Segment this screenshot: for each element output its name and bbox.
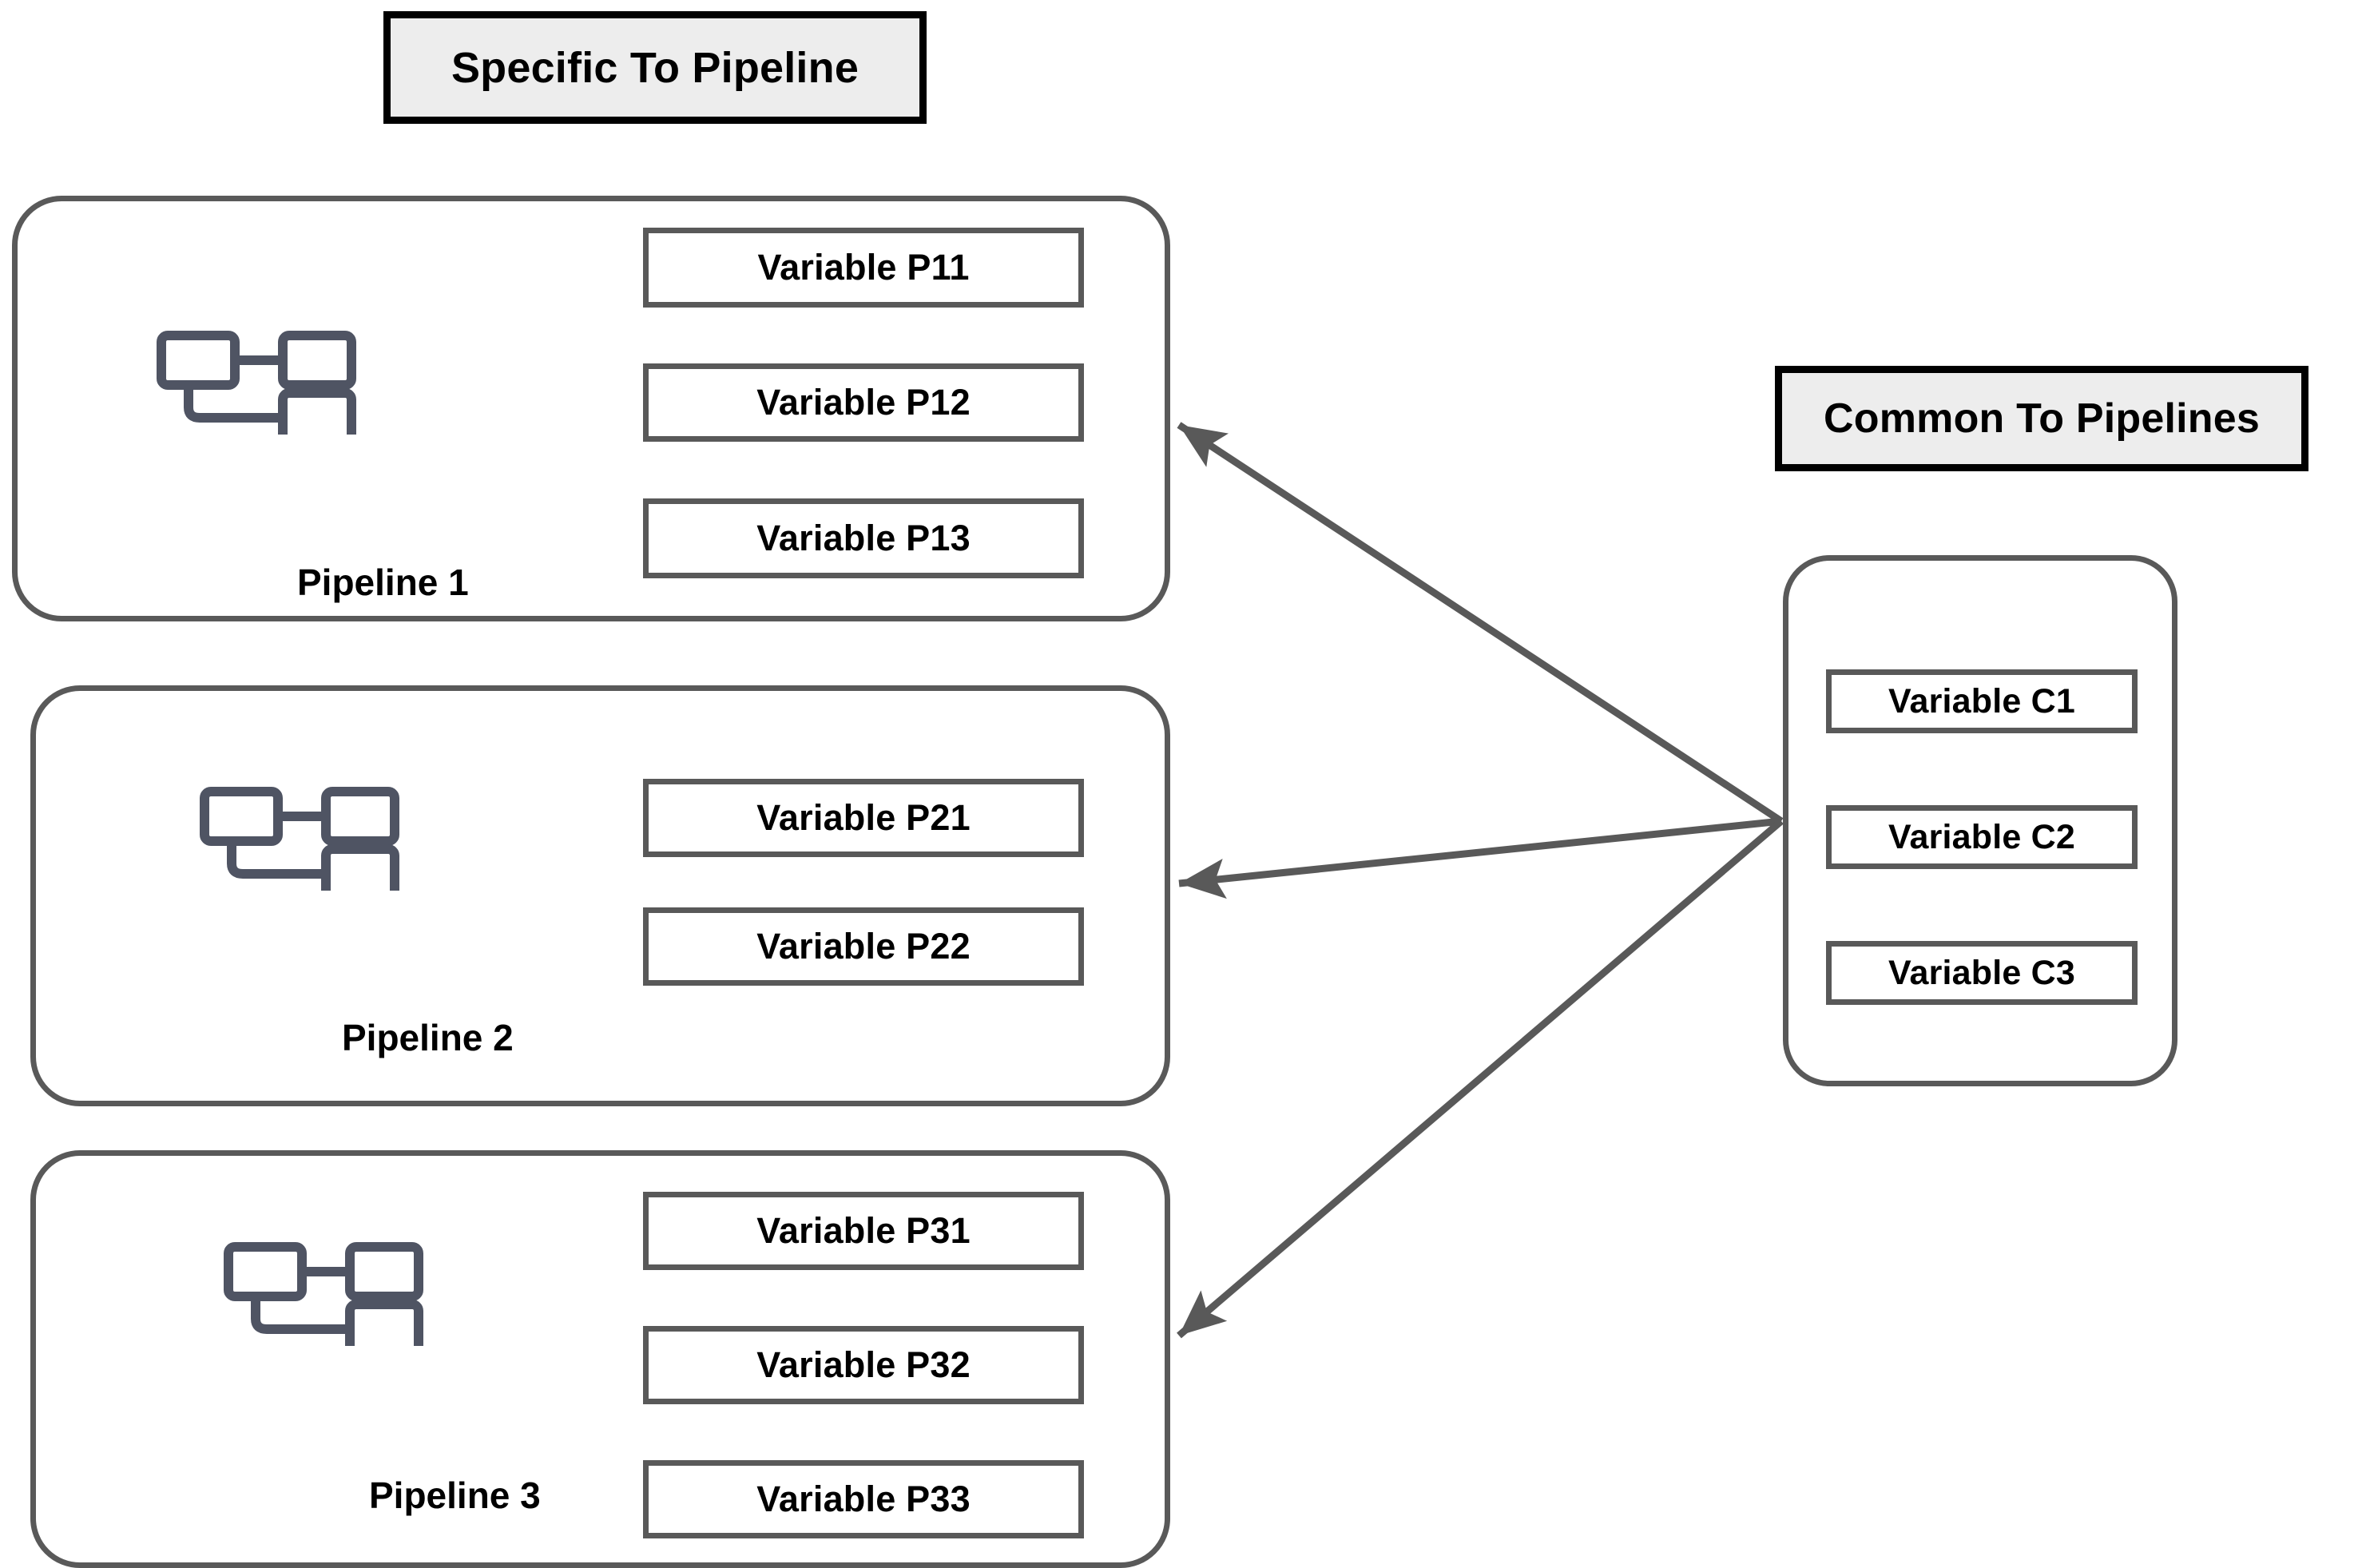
pipeline-flow-icon — [200, 787, 399, 903]
pipeline-flow-icon — [224, 1242, 423, 1359]
pipeline-3-label: Pipeline 3 — [369, 1475, 541, 1516]
variable-box[interactable]: Variable P13 — [643, 498, 1084, 578]
variable-box[interactable]: Variable C2 — [1826, 805, 2138, 869]
pipeline-2-label: Pipeline 2 — [342, 1017, 514, 1058]
pipeline-1-label: Pipeline 1 — [297, 562, 469, 603]
variable-box[interactable]: Variable P22 — [643, 907, 1084, 986]
specific-to-pipeline-header: Specific To Pipeline — [383, 11, 927, 124]
arrow-common-to-pipeline-1 — [1177, 422, 1784, 824]
arrow-common-to-pipeline-2 — [1178, 817, 1782, 899]
variable-box[interactable]: Variable C1 — [1826, 669, 2138, 733]
pipeline-2-container — [30, 685, 1170, 1106]
variable-box[interactable]: Variable C3 — [1826, 941, 2138, 1005]
variable-box[interactable]: Variable P31 — [643, 1192, 1084, 1270]
variable-box[interactable]: Variable P32 — [643, 1326, 1084, 1404]
pipeline-flow-icon — [157, 331, 356, 447]
variable-box[interactable]: Variable P33 — [643, 1460, 1084, 1538]
variable-box[interactable]: Variable P12 — [643, 363, 1084, 442]
variable-box[interactable]: Variable P21 — [643, 779, 1084, 857]
common-to-pipelines-header: Common To Pipelines — [1775, 366, 2308, 471]
variable-box[interactable]: Variable P11 — [643, 228, 1084, 308]
arrow-common-to-pipeline-3 — [1177, 818, 1784, 1339]
